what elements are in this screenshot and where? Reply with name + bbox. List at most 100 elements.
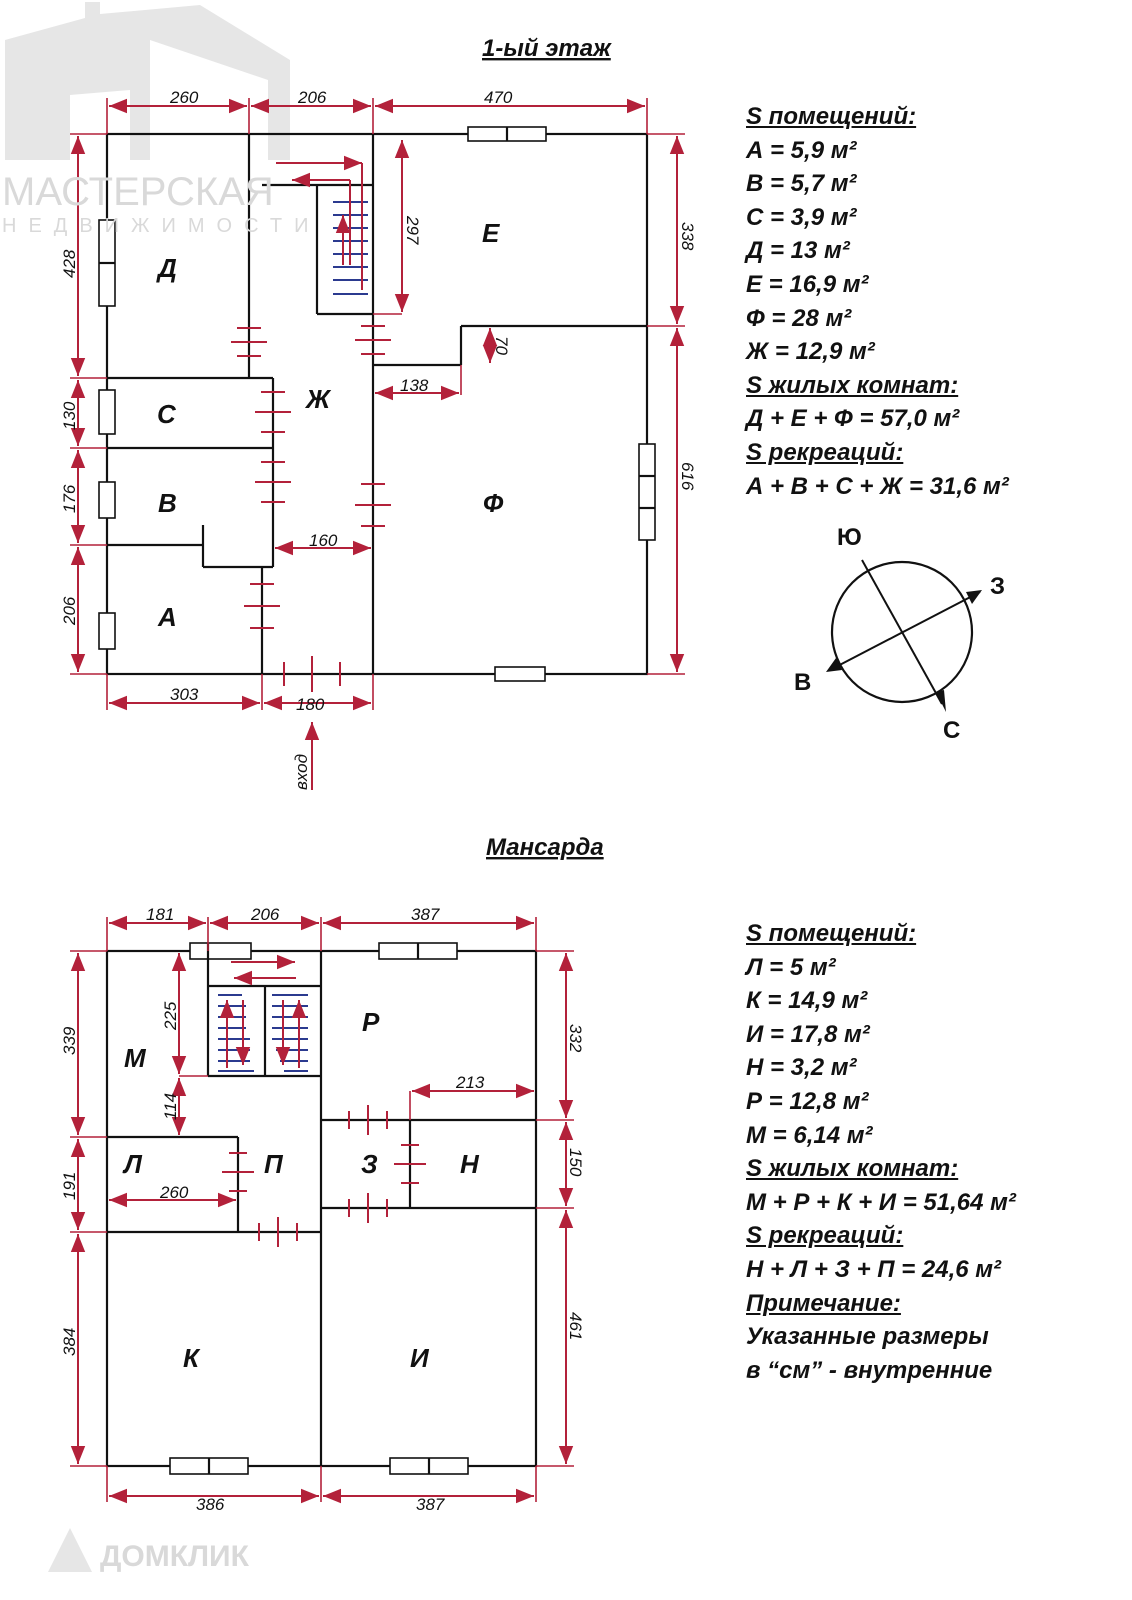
- legend-item: Д + Е + Ф = 57,0 м²: [746, 405, 960, 433]
- svg-text:260: 260: [169, 88, 199, 107]
- mansard-legend: S помещений: Л = 5 м² К = 14,9 м² И = 17…: [746, 917, 1016, 1387]
- svg-text:176: 176: [60, 484, 79, 513]
- svg-text:К: К: [183, 1343, 201, 1373]
- compass-west: З: [990, 573, 1005, 600]
- svg-text:Р: Р: [362, 1007, 380, 1037]
- mansard-title: Мансарда: [486, 834, 604, 861]
- mansard-walls: [105, 949, 538, 1468]
- floor1-dimensions: [70, 98, 685, 790]
- mansard-room-labels: М Р Л П З Н К И: [122, 1007, 480, 1373]
- svg-text:150: 150: [566, 1148, 585, 1177]
- compass-east: В: [794, 669, 811, 696]
- legend-item: М = 6,14 м²: [746, 1121, 873, 1149]
- svg-text:303: 303: [170, 685, 199, 704]
- compass: Ю З В С: [794, 524, 1005, 744]
- svg-text:Д: Д: [156, 253, 177, 283]
- mansard-dimension-labels: 181 206 387 339 191 384 332 150 461 386 …: [60, 905, 585, 1514]
- svg-text:Н: Н: [460, 1149, 480, 1179]
- legend-item: Ж = 12,9 м²: [746, 338, 875, 366]
- svg-text:И: И: [410, 1343, 430, 1373]
- note-heading: Примечание:: [746, 1289, 901, 1317]
- svg-text:338: 338: [678, 222, 697, 251]
- svg-text:160: 160: [309, 531, 338, 550]
- mansard-stairs: [218, 954, 308, 1072]
- svg-text:616: 616: [678, 462, 697, 491]
- watermark-logo-text: МАСТЕРСКАЯ НЕДВИЖИМОСТИ: [2, 170, 320, 237]
- svg-text:Л: Л: [122, 1149, 143, 1179]
- entrance-label: вход: [292, 754, 311, 790]
- watermark-subtext: НЕДВИЖИМОСТИ: [2, 215, 320, 237]
- svg-text:191: 191: [60, 1172, 79, 1200]
- legend-item: А = 5,9 м²: [746, 136, 857, 164]
- compass-south: Ю: [837, 524, 862, 551]
- svg-text:114: 114: [161, 1093, 180, 1120]
- legend-item: И = 17,8 м²: [746, 1020, 870, 1048]
- note-line: Указанные размеры: [746, 1323, 989, 1351]
- svg-text:225: 225: [161, 1001, 180, 1031]
- legend-item: Д = 13 м²: [746, 237, 850, 265]
- svg-text:Ф: Ф: [483, 488, 504, 518]
- svg-text:260: 260: [159, 1183, 189, 1202]
- legend-item: А + В + С + Ж = 31,6 м²: [746, 472, 1009, 500]
- svg-text:339: 339: [60, 1026, 79, 1055]
- floor1-doors: [231, 325, 391, 692]
- svg-text:130: 130: [60, 401, 79, 430]
- svg-text:П: П: [264, 1149, 284, 1179]
- legend-item: С = 3,9 м²: [746, 203, 857, 231]
- svg-text:213: 213: [455, 1073, 485, 1092]
- mansard-dimensions: [70, 915, 574, 1504]
- svg-text:387: 387: [411, 905, 440, 924]
- svg-text:206: 206: [250, 905, 280, 924]
- mansard-windows: [169, 942, 469, 1475]
- svg-text:461: 461: [566, 1312, 585, 1340]
- svg-text:297: 297: [403, 215, 422, 245]
- svg-text:М: М: [124, 1043, 147, 1073]
- floor1-windows: [98, 126, 656, 682]
- svg-text:С: С: [157, 399, 177, 429]
- legend-heading: S рекреаций:: [746, 1222, 904, 1250]
- legend-heading: S жилых комнат:: [746, 1155, 959, 1183]
- watermark-domclick-icon: [48, 1528, 92, 1572]
- compass-north: С: [943, 717, 960, 744]
- svg-text:138: 138: [400, 376, 429, 395]
- svg-text:В: В: [158, 488, 177, 518]
- svg-text:А: А: [157, 602, 177, 632]
- legend-item: Е = 16,9 м²: [746, 270, 869, 298]
- svg-text:180: 180: [296, 695, 325, 714]
- svg-text:332: 332: [566, 1024, 585, 1053]
- note-line: в “см” - внутренние: [746, 1356, 993, 1384]
- svg-text:181: 181: [146, 905, 174, 924]
- svg-text:Е: Е: [482, 218, 500, 248]
- svg-text:206: 206: [297, 88, 327, 107]
- legend-item: Н = 3,2 м²: [746, 1054, 857, 1082]
- svg-text:470: 470: [484, 88, 513, 107]
- svg-text:З: З: [361, 1149, 378, 1179]
- legend-heading: S помещений:: [746, 103, 917, 130]
- floor1-dimension-labels: 260 206 470 428 130 176 206 338 616 303 …: [60, 88, 697, 790]
- legend-item: Р = 12,8 м²: [746, 1087, 869, 1115]
- legend-item: Н + Л + З + П = 24,6 м²: [746, 1255, 1002, 1283]
- legend-item: В = 5,7 м²: [746, 170, 857, 198]
- svg-text:206: 206: [60, 596, 79, 626]
- svg-text:384: 384: [60, 1328, 79, 1356]
- svg-text:70: 70: [492, 336, 511, 355]
- svg-text:Ж: Ж: [304, 384, 332, 414]
- svg-text:386: 386: [196, 1495, 225, 1514]
- legend-heading: S помещений:: [746, 920, 917, 947]
- watermark-logo: [5, 2, 290, 160]
- floor1-room-labels: Д Е С Ж В Ф А: [156, 218, 504, 632]
- watermark-domclick: ДОМКЛИК: [100, 1540, 250, 1573]
- watermark-text: МАСТЕРСКАЯ: [2, 170, 274, 214]
- legend-item: К = 14,9 м²: [746, 987, 868, 1015]
- legend-item: Л = 5 м²: [746, 953, 836, 981]
- mansard-doors: [222, 1105, 426, 1247]
- legend-heading: S жилых комнат:: [746, 371, 959, 399]
- legend-heading: S рекреаций:: [746, 438, 904, 466]
- legend-item: М + Р + К + И = 51,64 м²: [746, 1188, 1016, 1216]
- legend-item: Ф = 28 м²: [746, 304, 852, 332]
- floor1-stairs: [276, 155, 368, 295]
- watermark-domclick-text: ДОМКЛИК: [100, 1540, 250, 1573]
- floor1-legend: S помещений: А = 5,9 м² В = 5,7 м² С = 3…: [746, 100, 1009, 503]
- svg-text:428: 428: [60, 249, 79, 278]
